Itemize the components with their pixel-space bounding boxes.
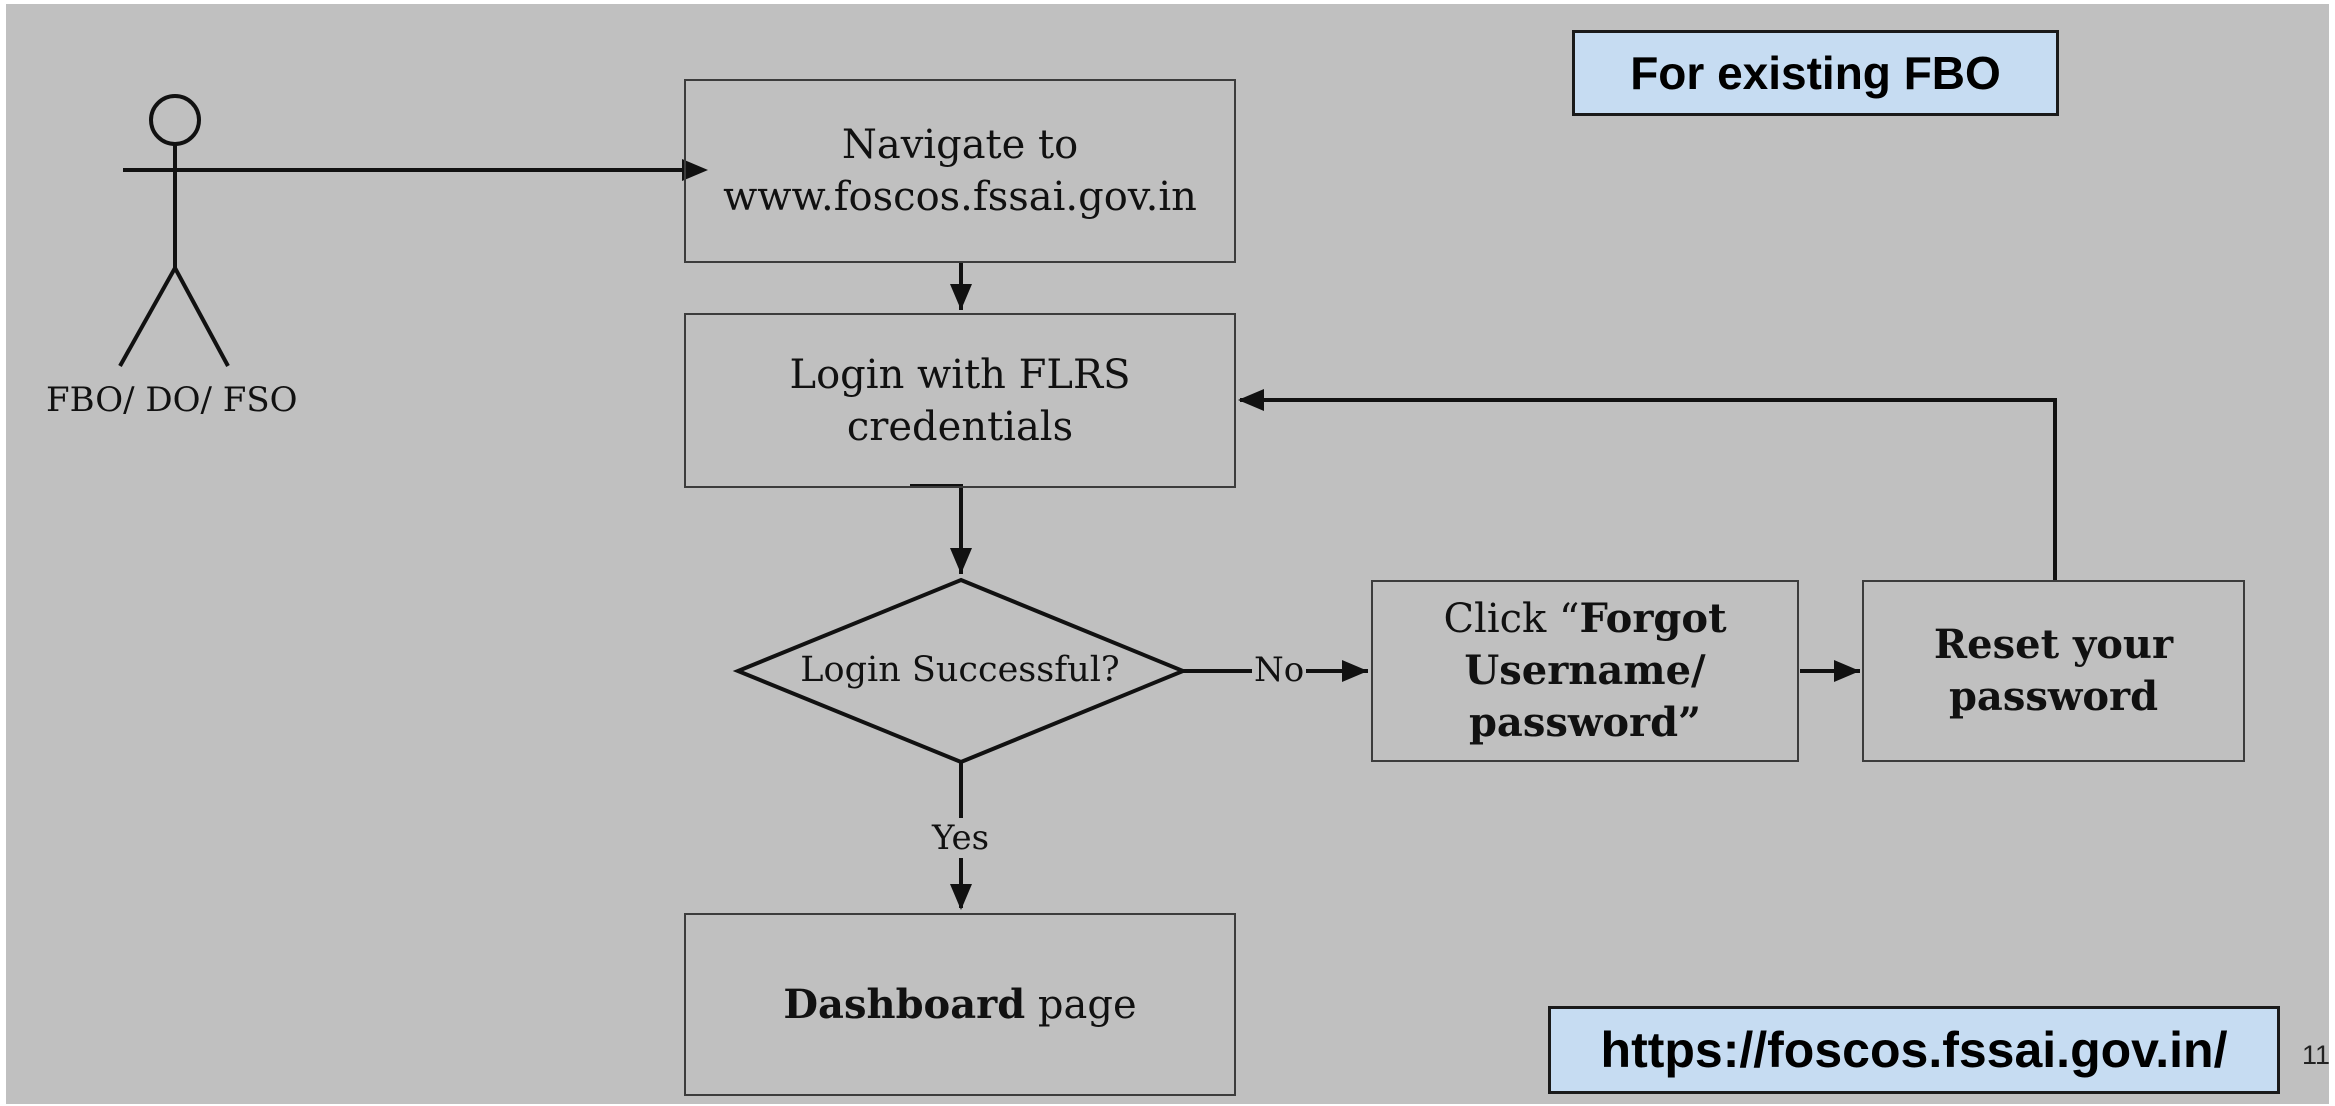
forgot-line2: Username/	[1464, 647, 1706, 694]
forgot-bold: Forgot	[1579, 595, 1727, 642]
reset-line1: Reset your	[1933, 621, 2174, 668]
arrow-login-to-decision	[910, 484, 963, 574]
dashboard-rest: page	[1025, 981, 1137, 1028]
foscos-url-tag: https://foscos.fssai.gov.in/	[1548, 1006, 2280, 1094]
no-edge-label: No	[1252, 650, 1307, 690]
arrow-reset-to-login	[1240, 398, 2057, 580]
slide-background	[6, 4, 2329, 1104]
dashboard-bold: Dashboard	[783, 980, 1026, 1028]
yes-edge-label: Yes	[930, 818, 992, 858]
actor-label: FBO/ DO/ FSO	[46, 380, 298, 420]
login-box: Login with FLRS credentials	[684, 313, 1236, 488]
forgot-line1: Click “Forgot	[1443, 593, 1726, 645]
navigate-line2: www.foscos.fssai.gov.in	[723, 174, 1197, 220]
login-line2: credentials	[846, 403, 1074, 450]
forgot-box: Click “Forgot Username/ password”	[1371, 580, 1799, 762]
reset-box: Reset your password	[1862, 580, 2245, 762]
decision-label: Login Successful?	[800, 650, 1120, 690]
reset-line2: password	[1948, 673, 2159, 720]
forgot-line3: password”	[1468, 699, 1702, 746]
login-line1: Login with FLRS	[789, 351, 1131, 398]
page-number: 11	[2302, 1040, 2331, 1070]
dashboard-box: Dashboard page	[684, 913, 1236, 1096]
existing-fbo-tag: For existing FBO	[1572, 30, 2059, 116]
navigate-box: Navigate to www.foscos.fssai.gov.in	[684, 79, 1236, 263]
forgot-prefix: Click “	[1443, 596, 1580, 642]
navigate-line1: Navigate to	[841, 122, 1079, 168]
actor-figure	[118, 94, 230, 367]
dashboard-line: Dashboard page	[783, 979, 1136, 1031]
